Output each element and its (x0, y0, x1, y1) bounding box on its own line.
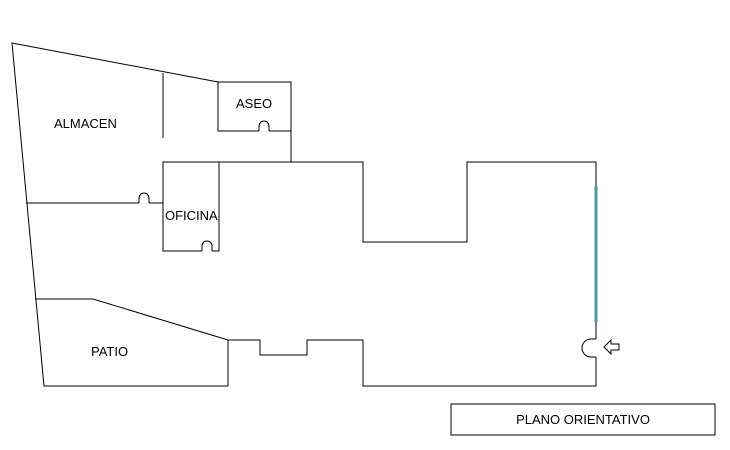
room-label-almacen: ALMACEN (54, 116, 117, 131)
oficina-walls (162, 161, 291, 252)
room-label-aseo: ASEO (236, 96, 272, 111)
entrance-door (581, 338, 596, 358)
outer-wall-bottom (227, 339, 597, 387)
plan-title: PLANO ORIENTATIVO (516, 412, 650, 427)
almacen-door (138, 192, 150, 203)
entrance-arrow-icon (603, 338, 620, 356)
outer-wall-left (11, 42, 228, 387)
room-label-oficina: OFICINA (165, 208, 218, 223)
walls (11, 42, 597, 387)
doors (138, 120, 596, 358)
aseo-door (258, 120, 270, 131)
oficina-door (201, 240, 213, 251)
title-box (450, 403, 716, 436)
patio-wall (35, 298, 229, 341)
room-label-patio: PATIO (91, 344, 128, 359)
oficina-right-wall (212, 162, 220, 252)
outer-wall-right (291, 161, 597, 339)
aseo-walls (218, 81, 292, 162)
aseo-lower-wall (217, 82, 259, 132)
